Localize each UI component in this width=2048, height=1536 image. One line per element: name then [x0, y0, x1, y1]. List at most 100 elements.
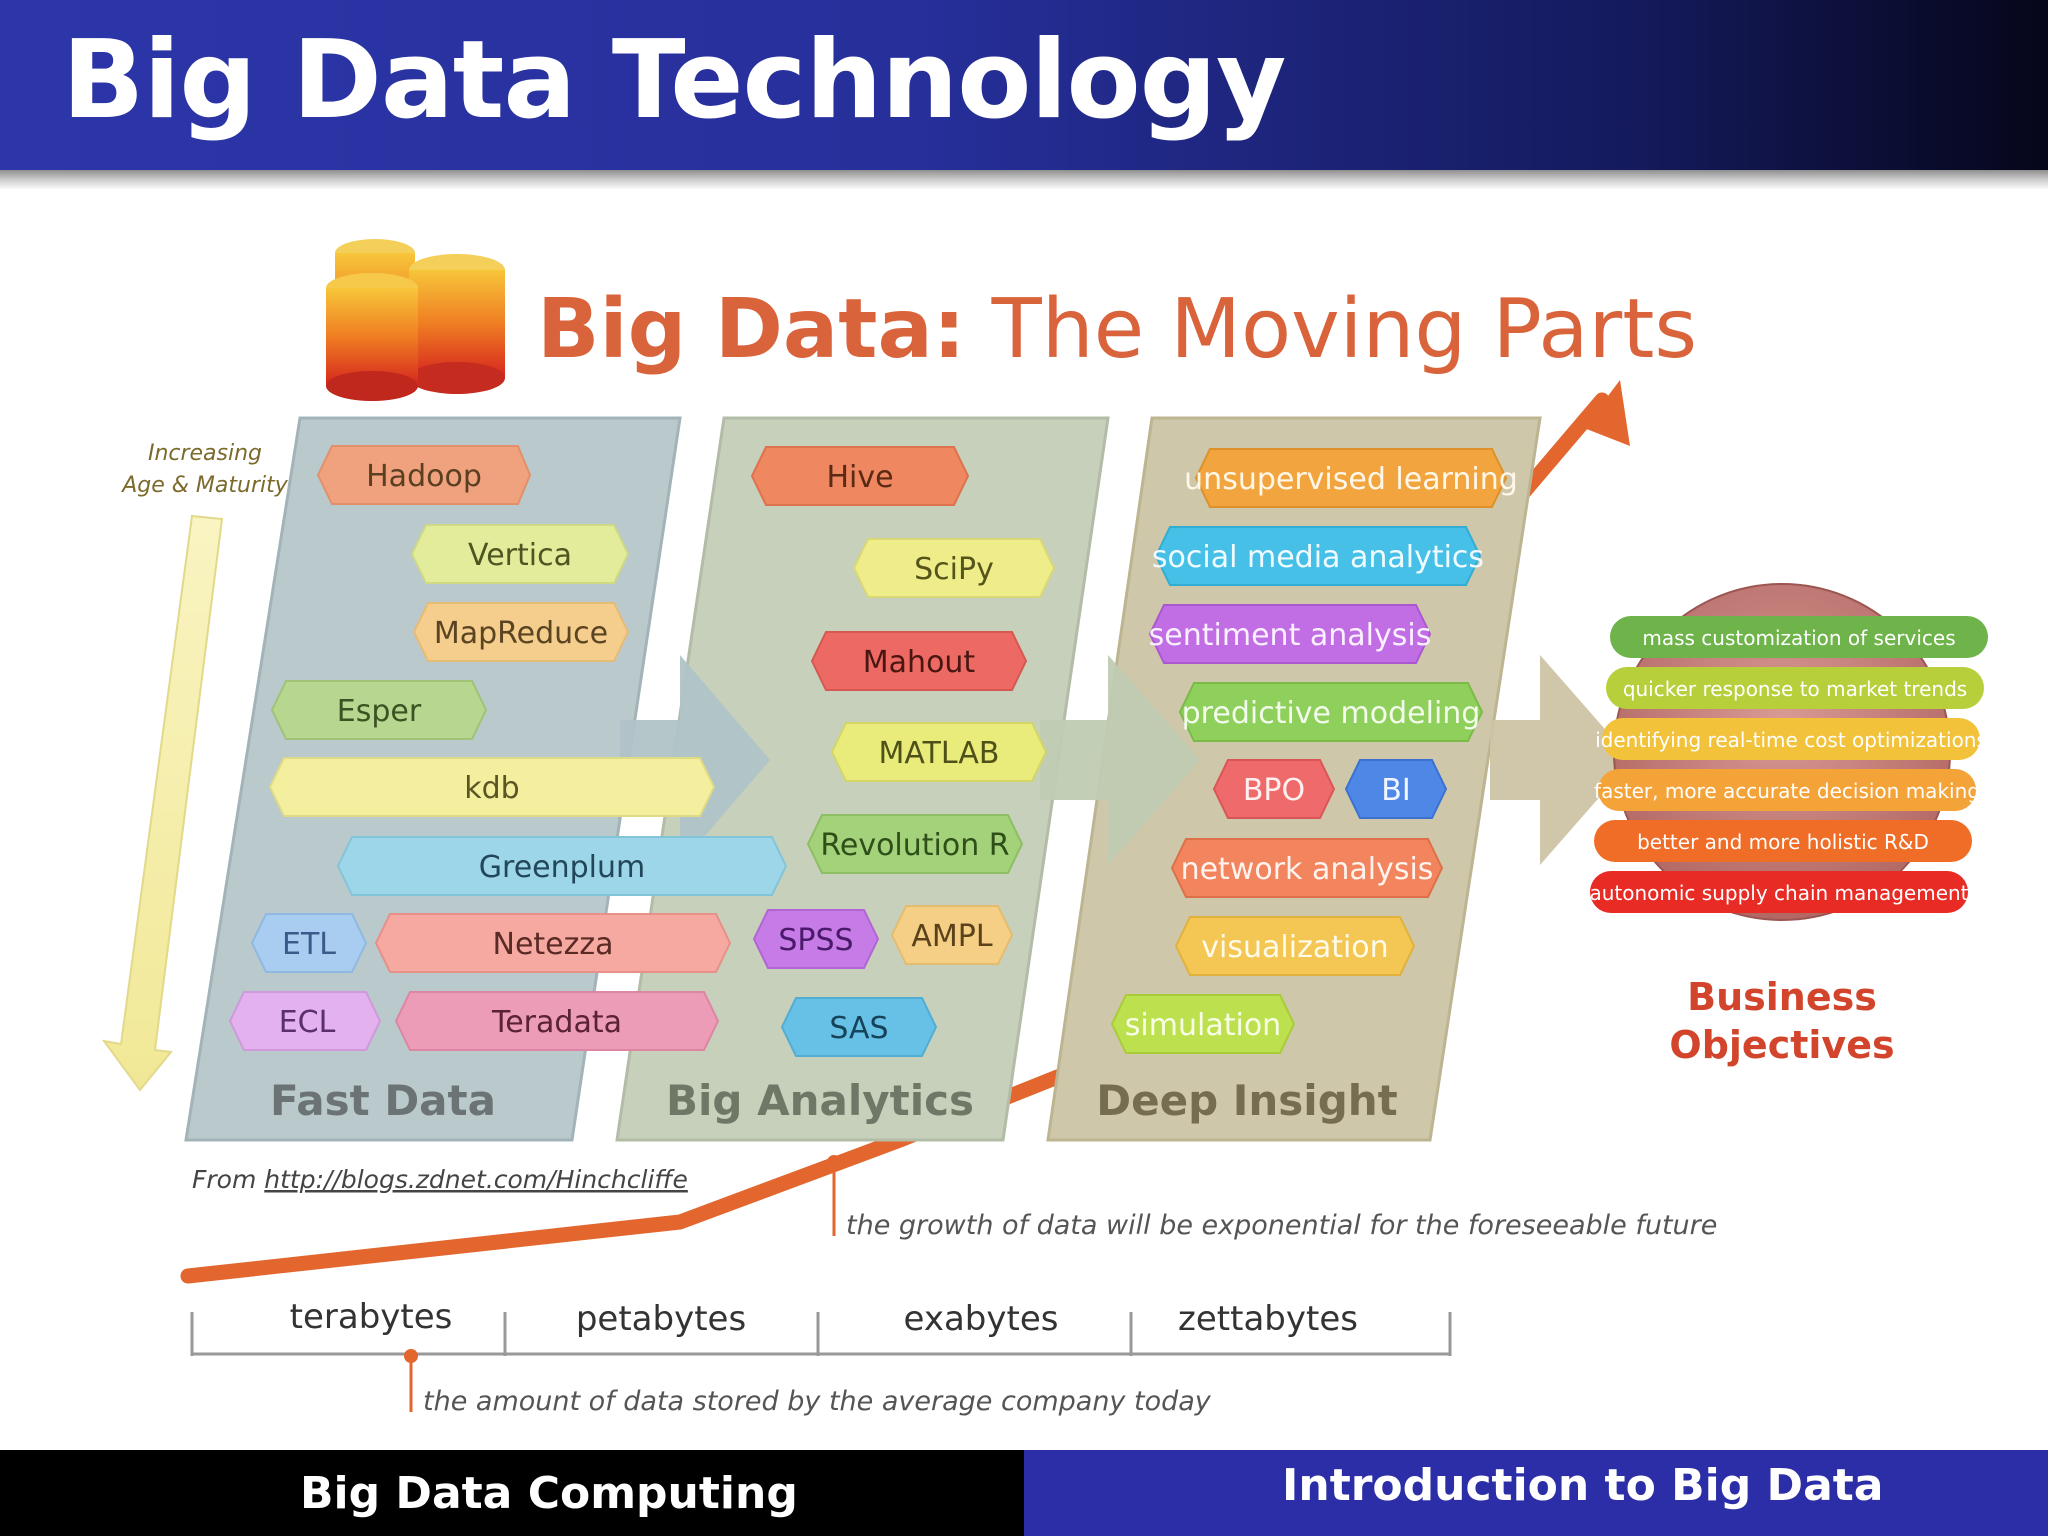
diagram-title: Big Data: The Moving Parts — [537, 282, 1697, 377]
tech-pill-bi: BI — [1344, 759, 1448, 819]
column-label-big-analytics: Big Analytics — [666, 1076, 974, 1125]
svg-text:Greenplum: Greenplum — [479, 850, 645, 885]
tech-pill-kdb: kdb — [268, 757, 716, 817]
maturity-label-line1: Increasing — [148, 441, 262, 466]
business-objectives-title-line1: Business — [1687, 975, 1877, 1019]
objective-bar-cost-optimizations: identifying real-time cost optimizations — [1595, 718, 1987, 760]
scale-label-terabytes: terabytes — [290, 1297, 453, 1337]
svg-text:Revolution R: Revolution R — [820, 828, 1009, 863]
tech-pill-visualization: visualization — [1174, 916, 1416, 976]
footer-right-panel — [1024, 1450, 2048, 1536]
source-citation: From http://blogs.zdnet.com/Hinchcliffe — [192, 1165, 688, 1194]
svg-text:Mahout: Mahout — [863, 645, 976, 680]
maturity-arrow — [101, 514, 224, 1092]
tech-pill-esper: Esper — [270, 680, 488, 740]
tech-pill-simulation: simulation — [1110, 994, 1296, 1054]
svg-text:simulation: simulation — [1125, 1008, 1281, 1043]
svg-text:Hive: Hive — [826, 460, 893, 495]
svg-text:Netezza: Netezza — [493, 927, 614, 962]
scale-label-exabytes: exabytes — [904, 1299, 1059, 1339]
svg-text:SAS: SAS — [829, 1011, 888, 1046]
svg-text:BPO: BPO — [1243, 773, 1305, 808]
growth-marker-dot — [827, 1155, 841, 1169]
footer-section-title: Introduction to Big Data — [1282, 1460, 1884, 1511]
tech-pill-unsupervised-learning: unsupervised learning — [1184, 448, 1518, 508]
tech-pill-social-media-analytics: social media analytics — [1152, 526, 1484, 586]
tech-pill-revolution-r: Revolution R — [806, 814, 1024, 874]
tech-pill-bpo: BPO — [1212, 759, 1336, 819]
tech-pill-ecl: ECL — [228, 991, 382, 1051]
tech-pill-scipy: SciPy — [852, 538, 1056, 598]
tech-pill-sentiment-analysis: sentiment analysis — [1149, 604, 1432, 664]
objective-bar-supply-chain: autonomic supply chain management — [1589, 871, 1969, 913]
svg-text:SPSS: SPSS — [778, 923, 853, 958]
column-label-deep-insight: Deep Insight — [1096, 1076, 1398, 1125]
tech-pill-vertica: Vertica — [410, 524, 630, 584]
tech-pill-etl: ETL — [250, 913, 368, 973]
svg-text:AMPL: AMPL — [911, 919, 992, 954]
data-scale-axis — [190, 1312, 1452, 1356]
growth-note: the growth of data will be exponential f… — [846, 1210, 1717, 1241]
tech-pill-greenplum: Greenplum — [336, 836, 788, 896]
svg-text:Vertica: Vertica — [468, 538, 572, 573]
tech-pill-sas: SAS — [780, 997, 938, 1057]
tech-pill-ampl: AMPL — [890, 905, 1014, 965]
scale-label-zettabytes: zettabytes — [1178, 1299, 1358, 1339]
tech-pill-mapreduce: MapReduce — [412, 602, 630, 662]
svg-text:kdb: kdb — [464, 771, 519, 806]
title-bar-shadow — [0, 170, 2048, 190]
tech-pill-hadoop: Hadoop — [316, 445, 532, 505]
column-label-fast-data: Fast Data — [270, 1076, 496, 1125]
tech-pill-matlab: MATLAB — [830, 722, 1048, 782]
average-note: the amount of data stored by the average… — [423, 1386, 1212, 1417]
svg-text:BI: BI — [1381, 773, 1410, 808]
objective-bar-decision-making: faster, more accurate decision making — [1594, 769, 1980, 811]
footer-course-title: Big Data Computing — [300, 1468, 798, 1519]
svg-text:MATLAB: MATLAB — [879, 736, 1000, 771]
svg-text:Teradata: Teradata — [491, 1005, 622, 1040]
insight-to-objectives-arrow — [1490, 655, 1632, 865]
slide-title: Big Data Technology — [62, 18, 1286, 143]
svg-text:mass customization of services: mass customization of services — [1642, 626, 1955, 650]
svg-text:predictive modeling: predictive modeling — [1182, 696, 1481, 731]
svg-text:sentiment analysis: sentiment analysis — [1149, 618, 1432, 653]
objective-bar-mass-customization: mass customization of services — [1610, 616, 1988, 658]
maturity-label-line2: Age & Maturity — [120, 473, 289, 498]
scale-label-petabytes: petabytes — [576, 1299, 746, 1339]
tech-pill-spss: SPSS — [752, 909, 880, 969]
source-prefix: From — [192, 1165, 264, 1194]
tech-pill-predictive-modeling: predictive modeling — [1178, 682, 1484, 742]
svg-text:better and more holistic R&D: better and more holistic R&D — [1637, 830, 1929, 854]
analytics-to-insight-arrow — [1040, 655, 1200, 865]
average-marker-dot — [404, 1349, 418, 1363]
growth-arrowhead — [1584, 380, 1630, 446]
svg-text:ECL: ECL — [279, 1005, 336, 1040]
svg-text:visualization: visualization — [1201, 930, 1388, 965]
title-bar — [0, 0, 2048, 170]
big-data-logo-icon — [326, 239, 505, 401]
svg-text:Esper: Esper — [337, 694, 422, 729]
tech-pill-hive: Hive — [750, 446, 970, 506]
svg-text:quicker response to market tre: quicker response to market trends — [1623, 677, 1967, 701]
svg-text:identifying real-time cost opt: identifying real-time cost optimizations — [1595, 728, 1987, 752]
svg-text:network analysis: network analysis — [1181, 852, 1434, 887]
svg-text:ETL: ETL — [282, 927, 336, 962]
tech-pill-network-analysis: network analysis — [1170, 838, 1444, 898]
svg-text:Hadoop: Hadoop — [366, 459, 482, 494]
tech-pill-netezza: Netezza — [374, 913, 732, 973]
svg-text:unsupervised learning: unsupervised learning — [1184, 462, 1518, 497]
tech-pill-teradata: Teradata — [394, 991, 720, 1051]
objective-bar-quicker-response: quicker response to market trends — [1606, 667, 1984, 709]
source-link: http://blogs.zdnet.com/Hinchcliffe — [264, 1165, 688, 1194]
tech-pill-mahout: Mahout — [810, 631, 1028, 691]
business-objectives-title-line2: Objectives — [1669, 1023, 1894, 1067]
svg-text:autonomic supply chain managem: autonomic supply chain management — [1589, 881, 1968, 905]
svg-text:faster, more accurate decision: faster, more accurate decision making — [1594, 779, 1980, 803]
svg-text:social media analytics: social media analytics — [1152, 540, 1484, 575]
diagram-title-bold: Big Data: — [537, 282, 966, 377]
svg-text:MapReduce: MapReduce — [434, 616, 608, 651]
diagram-title-rest: The Moving Parts — [966, 282, 1698, 377]
footer-left-panel — [0, 1450, 1024, 1536]
svg-text:SciPy: SciPy — [914, 552, 994, 587]
